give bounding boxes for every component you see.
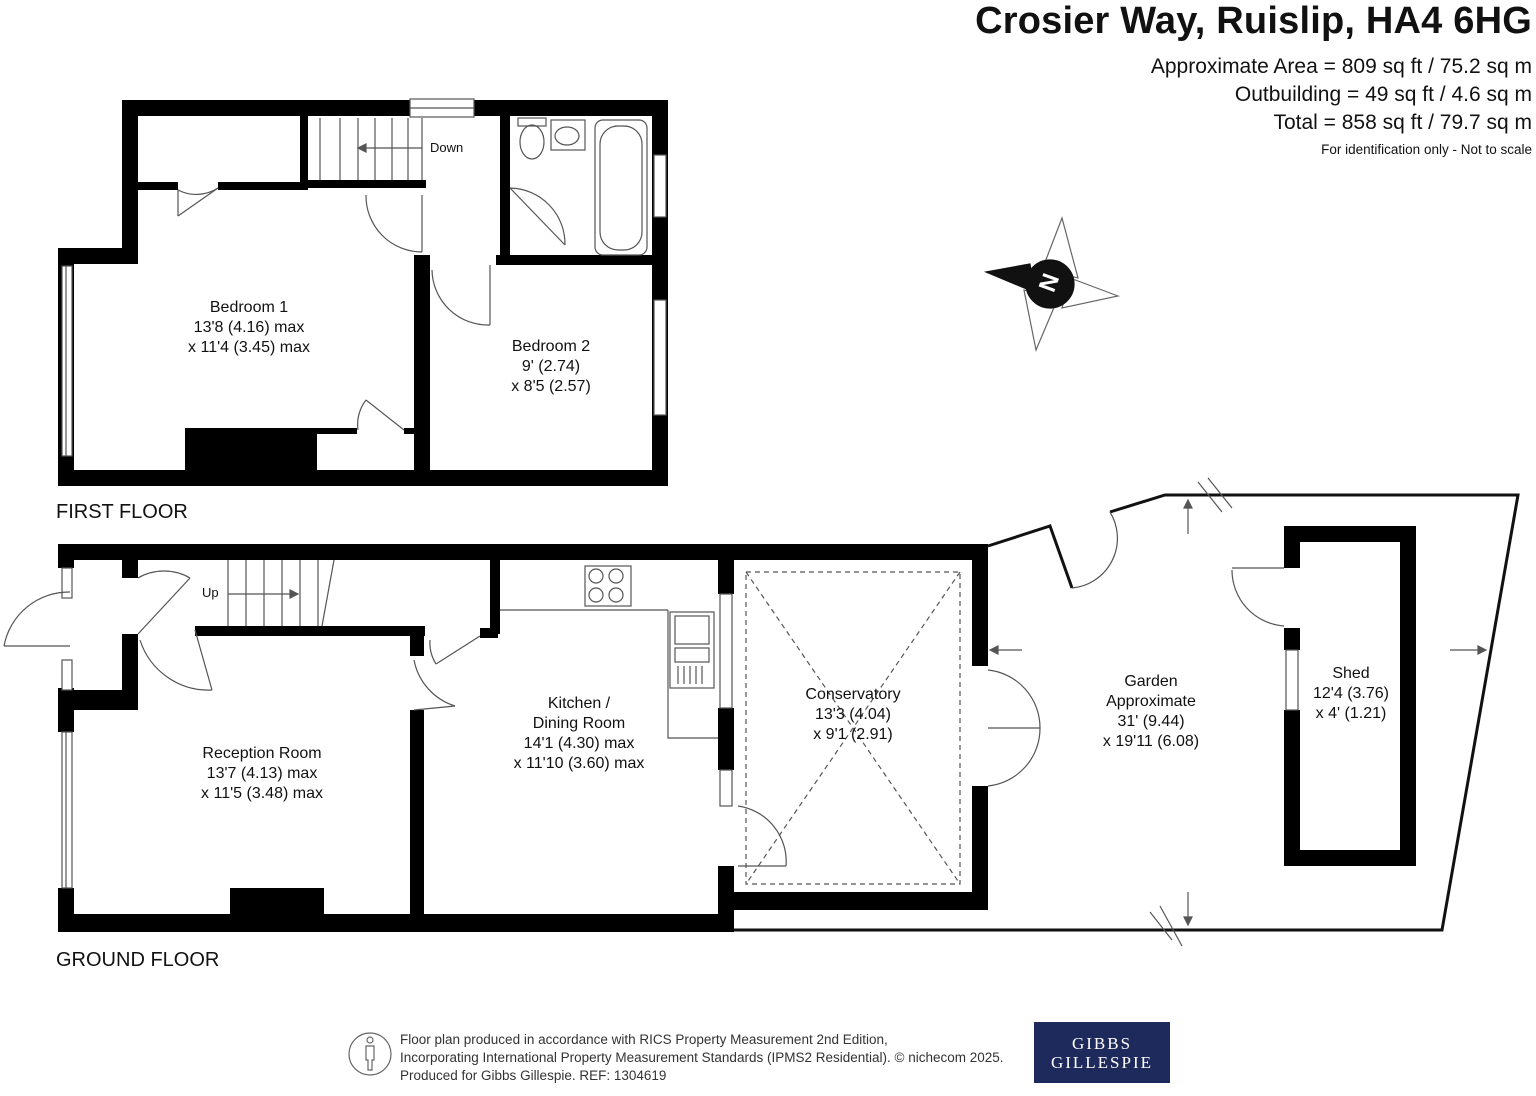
- room-name: Conservatory: [805, 686, 901, 703]
- room-dimension: x 8'5 (2.57): [511, 378, 591, 395]
- room-bedroom-1: Bedroom 1 13'8 (4.16) max x 11'4 (3.45) …: [188, 298, 310, 358]
- brand-line-2: GILLESPIE: [1050, 1052, 1154, 1072]
- brand-line-1: GIBBS: [1071, 1033, 1133, 1053]
- measurement-standard-icon: [348, 1032, 392, 1076]
- room-name: Reception Room: [202, 745, 322, 762]
- room-dimension: 13'7 (4.13) max: [206, 765, 318, 782]
- room-bedroom-2: Bedroom 2 9' (2.74) x 8'5 (2.57): [511, 337, 591, 397]
- footer-disclaimer: Floor plan produced in accordance with R…: [400, 1031, 1004, 1085]
- room-name-line-2: Approximate: [1106, 693, 1196, 710]
- room-dimension: x 4' (1.21): [1315, 705, 1387, 722]
- room-name-line-2: Dining Room: [532, 715, 626, 732]
- room-name: Bedroom 2: [511, 338, 591, 355]
- property-address: Crosier Way, Ruislip, HA4 6HG: [975, 0, 1532, 42]
- room-shed: Shed 12'4 (3.76) x 4' (1.21): [1313, 664, 1389, 724]
- room-name: Shed: [1332, 665, 1370, 682]
- first-floor-details: [61, 98, 667, 457]
- total-area: Total = 858 sq ft / 79.7 sq m: [1273, 111, 1532, 134]
- room-dimension: 31' (9.44): [1117, 713, 1185, 730]
- room-garden: Garden Approximate 31' (9.44) x 19'11 (6…: [1103, 672, 1199, 752]
- room-dimension: x 19'11 (6.08): [1102, 733, 1200, 750]
- room-name: Kitchen /: [547, 695, 611, 712]
- room-dimension: x 11'5 (3.48) max: [201, 785, 323, 802]
- first-floor-plan: [58, 100, 668, 486]
- room-reception: Reception Room 13'7 (4.13) max x 11'5 (3…: [201, 744, 323, 804]
- footer-line-3: Produced for Gibbs Gillespie. REF: 13046…: [400, 1068, 667, 1083]
- outbuilding-area: Outbuilding = 49 sq ft / 4.6 sq m: [1234, 83, 1532, 106]
- stairs-up-label: Up: [202, 585, 219, 600]
- approximate-area: Approximate Area = 809 sq ft / 75.2 sq m: [1150, 55, 1532, 78]
- agent-logo: GIBBS GILLESPIE: [1034, 1022, 1170, 1083]
- footer-line-1: Floor plan produced in accordance with R…: [400, 1032, 888, 1047]
- room-dimension: 14'1 (4.30) max: [523, 735, 635, 752]
- scale-note: For identification only - Not to scale: [1321, 142, 1532, 157]
- ground-floor-plan: [58, 526, 1416, 932]
- stairs-down-label: Down: [430, 140, 464, 155]
- room-dimension: x 9'1 (2.91): [813, 726, 893, 743]
- room-dimension: 12'4 (3.76): [1313, 685, 1389, 702]
- room-dimension: 13'8 (4.16) max: [193, 319, 305, 336]
- first-floor-label: FIRST FLOOR: [56, 501, 188, 523]
- room-name: Bedroom 1: [209, 299, 289, 316]
- room-kitchen-dining: Kitchen / Dining Room 14'1 (4.30) max x …: [514, 694, 645, 774]
- room-conservatory: Conservatory 13'3 (4.04) x 9'1 (2.91): [805, 685, 900, 745]
- room-dimension: x 11'4 (3.45) max: [188, 339, 310, 356]
- room-name: Garden: [1124, 673, 1178, 690]
- room-dimension: x 11'10 (3.60) max: [513, 755, 645, 772]
- ground-floor-details: [3, 477, 1520, 947]
- ground-floor-label: GROUND FLOOR: [56, 949, 220, 971]
- room-dimension: 9' (2.74): [521, 358, 581, 375]
- compass-rose: [983, 216, 1121, 353]
- footer-line-2: Incorporating International Property Mea…: [400, 1050, 1004, 1065]
- room-dimension: 13'3 (4.04): [815, 706, 891, 723]
